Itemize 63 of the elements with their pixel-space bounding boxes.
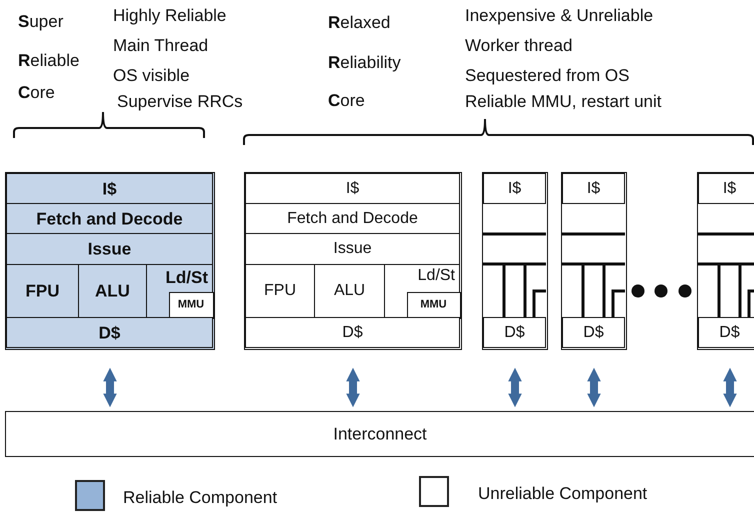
- annotation-text: Relaxed: [328, 14, 390, 31]
- annotation-text: Super: [18, 13, 64, 30]
- block-label: Issue: [86, 240, 132, 258]
- pipeline-stage-block: [562, 317, 625, 348]
- block-label: I$: [722, 180, 738, 196]
- unit-label: MMU: [176, 300, 206, 310]
- block-label: D$: [341, 324, 364, 340]
- block-label: Issue: [332, 241, 373, 257]
- annotation-text: Core: [328, 92, 365, 109]
- block-label: D$: [582, 324, 605, 340]
- legend-label: Unreliable Component: [478, 485, 648, 502]
- block-label: Ld/St: [164, 269, 208, 286]
- interconnect-bar: [5, 411, 754, 457]
- pipeline-stage-block: [6, 203, 213, 234]
- core-block: [244, 172, 462, 350]
- double-arrow: [587, 368, 601, 408]
- core-block: [5, 172, 215, 350]
- annotation-text: Reliability: [328, 54, 401, 71]
- annotation-text: Worker thread: [465, 37, 572, 54]
- block-label: ALU: [94, 282, 131, 300]
- pipeline-stage-block: [245, 203, 460, 234]
- block-label: I$: [344, 180, 360, 196]
- pipeline-stage-block: [245, 233, 460, 265]
- block-label: Fetch and Decode: [286, 210, 419, 226]
- double-arrow: [346, 368, 360, 408]
- annotation-text: Reliable: [18, 52, 80, 69]
- block-label: FPU: [263, 283, 297, 299]
- pipeline-stage-block: [698, 317, 754, 348]
- pipeline-stage-block: [562, 173, 625, 204]
- unit-label: MMU: [419, 300, 448, 310]
- pipeline-stage-block: [483, 317, 546, 348]
- block-label: D$: [718, 324, 741, 340]
- block-label: FPU: [24, 282, 60, 300]
- block-label: D$: [98, 324, 122, 341]
- annotation-text: Main Thread: [113, 37, 208, 54]
- annotation-text: Reliable MMU, restart unit: [465, 93, 662, 110]
- pipeline-stage-block: [6, 233, 213, 265]
- annotation-text: Supervise RRCs: [117, 93, 243, 110]
- block-label: I$: [101, 180, 118, 197]
- pipeline-stage-block: [483, 173, 546, 204]
- annotation-text: Inexpensive & Unreliable: [465, 7, 654, 24]
- pipeline-stage-block: [245, 317, 460, 348]
- double-arrow: [723, 368, 737, 408]
- block-label: Fetch and Decode: [35, 210, 184, 227]
- pipeline-stage-block: [6, 173, 213, 204]
- annotation-text: Sequestered from OS: [465, 67, 630, 84]
- pipeline-stage-block: [6, 317, 213, 348]
- block-label: ALU: [332, 283, 366, 299]
- mmu-block: [168, 292, 214, 318]
- mmu-block: [406, 292, 460, 318]
- double-arrow: [103, 368, 117, 408]
- pipeline-stage-block: [245, 173, 460, 204]
- annotation-text: Core: [18, 84, 55, 101]
- block-label: I$: [506, 180, 522, 196]
- block-label: Interconnect: [332, 426, 428, 442]
- pipeline-stage-block: [698, 173, 754, 204]
- annotation-text: Highly Reliable: [113, 7, 226, 24]
- block-label: Ld/St: [416, 268, 455, 284]
- legend-label: Reliable Component: [123, 489, 278, 506]
- annotation-text: OS visible: [113, 67, 190, 84]
- double-arrow: [508, 368, 522, 408]
- block-label: D$: [503, 324, 526, 340]
- block-label: I$: [586, 180, 602, 196]
